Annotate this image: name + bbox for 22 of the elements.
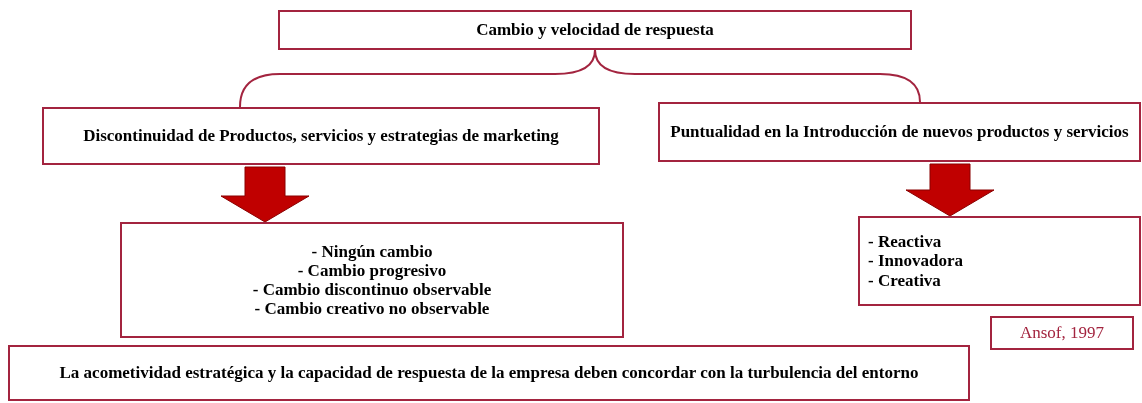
box-text: - Ningún cambio bbox=[311, 241, 433, 261]
citation-text: Ansof, 1997 bbox=[1019, 323, 1105, 343]
box-text: Discontinuidad de Productos, servicios y estrategias de marketing bbox=[83, 126, 559, 146]
box-text: Cambio y velocidad de respuesta bbox=[476, 20, 714, 40]
box-text: Puntualidad en la Introducción de nuevos productos y servicios bbox=[670, 122, 1129, 142]
block-arrow bbox=[220, 166, 310, 223]
box-text: - Cambio progresivo bbox=[297, 260, 447, 280]
text-box bbox=[120, 222, 624, 338]
text-box bbox=[42, 107, 600, 165]
brace-line bbox=[594, 49, 921, 103]
box-text: La acometividad estratégica y la capacidad de respuesta de la empresa deben concordar con la turbulencia del entorno bbox=[59, 363, 919, 383]
text-box bbox=[658, 102, 1141, 162]
box-text: - Cambio creativo no observable bbox=[254, 299, 490, 319]
box-text: - Innovadora bbox=[868, 251, 963, 271]
box-text: - Cambio discontinuo observable bbox=[252, 280, 492, 300]
text-box bbox=[278, 10, 912, 50]
block-arrow bbox=[905, 163, 995, 217]
citation-box bbox=[990, 316, 1134, 350]
text-box bbox=[858, 216, 1141, 306]
box-text: - Creativa bbox=[868, 270, 941, 290]
text-box bbox=[8, 345, 970, 401]
box-text: - Reactiva bbox=[868, 232, 942, 252]
